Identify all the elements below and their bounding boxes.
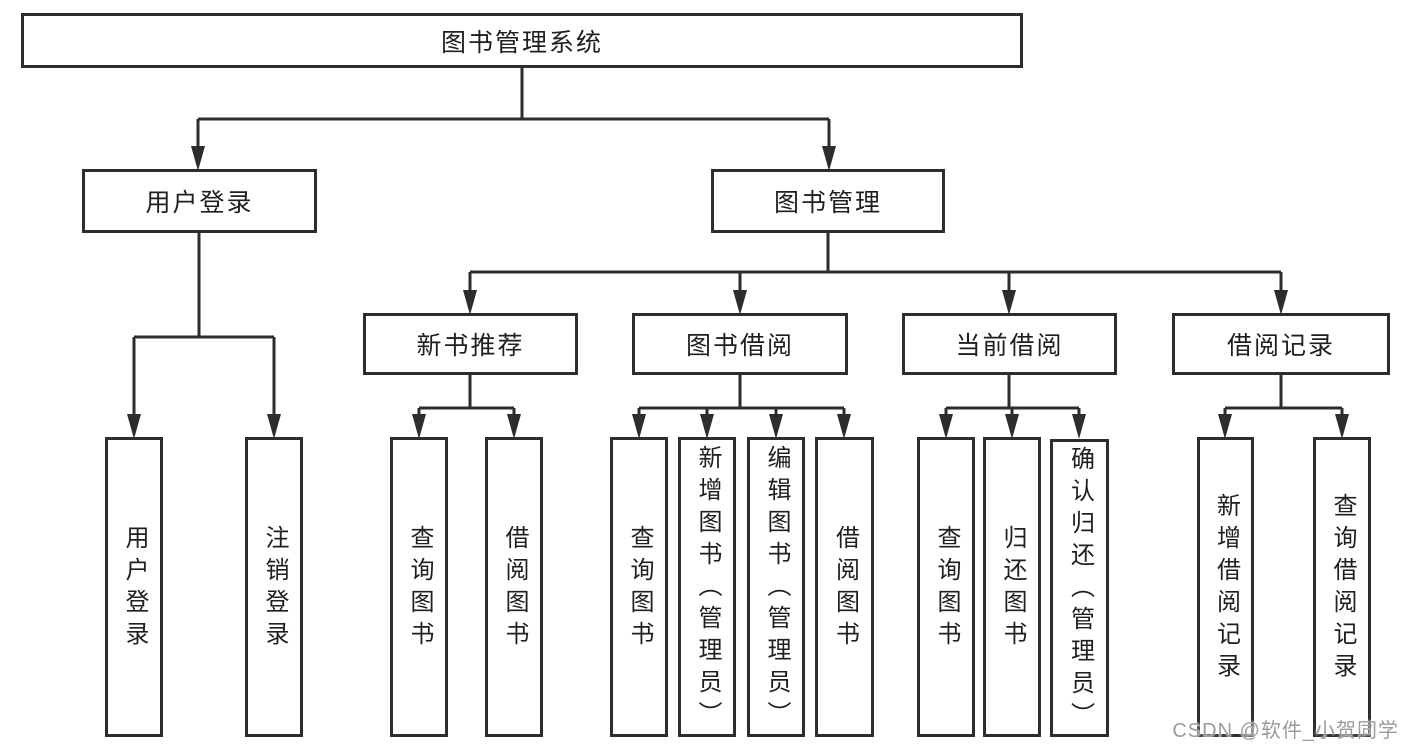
node-user-login: 用户登录 <box>82 169 317 233</box>
leaf-borrow-add-book-admin: 新增图书（管理员） <box>678 437 736 737</box>
leaf-user-login: 用户登录 <box>105 437 163 737</box>
leaf-borrow-edit-book-admin: 编辑图书（管理员） <box>747 437 805 737</box>
node-new-book-recommend: 新书推荐 <box>363 313 578 375</box>
leaf-recommend-query-book: 查询图书 <box>390 437 448 737</box>
node-library-management-system: 图书管理系统 <box>21 13 1023 68</box>
csdn-watermark: CSDN @软件_小贺同学 <box>1172 720 1399 742</box>
node-borrow-record: 借阅记录 <box>1172 313 1390 375</box>
node-book-borrow: 图书借阅 <box>632 313 848 375</box>
leaf-record-add-record: 新增借阅记录 <box>1197 437 1254 737</box>
leaf-recommend-borrow-book: 借阅图书 <box>485 437 543 737</box>
leaf-borrow-borrow-book: 借阅图书 <box>815 437 874 737</box>
leaf-borrow-query-book: 查询图书 <box>610 437 668 737</box>
leaf-current-return-book: 归还图书 <box>983 437 1041 737</box>
leaf-logout-login: 注销登录 <box>245 437 303 737</box>
node-current-borrow: 当前借阅 <box>902 313 1117 375</box>
leaf-current-query-book: 查询图书 <box>917 437 975 737</box>
leaf-current-confirm-return-admin: 确认归还（管理员） <box>1050 439 1109 737</box>
leaf-record-query-record: 查询借阅记录 <box>1313 437 1371 737</box>
node-book-management: 图书管理 <box>711 169 945 233</box>
